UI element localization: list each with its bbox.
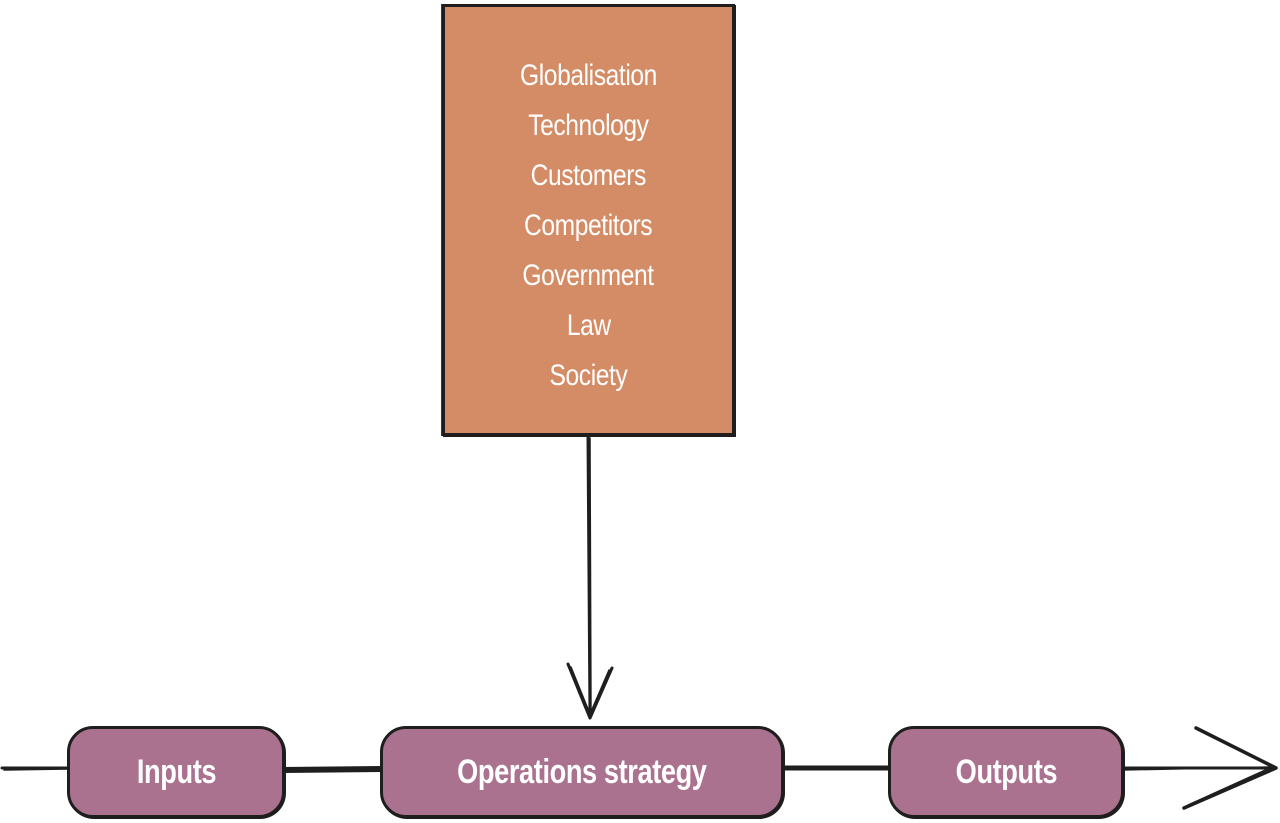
outputs-node: Outputs [888,726,1124,818]
external-factors-box: Globalisation Technology Customers Compe… [442,4,735,436]
output-arrowhead [1182,726,1278,810]
down-arrowhead [566,662,614,720]
factor-competitors: Competitors [524,209,653,242]
factor-globalisation: Globalisation [520,59,657,92]
factor-government: Government [522,259,655,292]
factor-law: Law [566,309,611,342]
operations-strategy-node: Operations strategy [380,726,784,818]
flow-line [0,765,1274,773]
inputs-label: Inputs [136,752,216,791]
factor-customers: Customers [530,159,647,192]
outputs-label: Outputs [955,752,1057,791]
factor-technology: Technology [528,109,649,142]
operations-strategy-label: Operations strategy [457,752,707,791]
factor-society: Society [549,359,628,392]
inputs-node: Inputs [67,726,285,818]
factors-connector [586,434,592,718]
